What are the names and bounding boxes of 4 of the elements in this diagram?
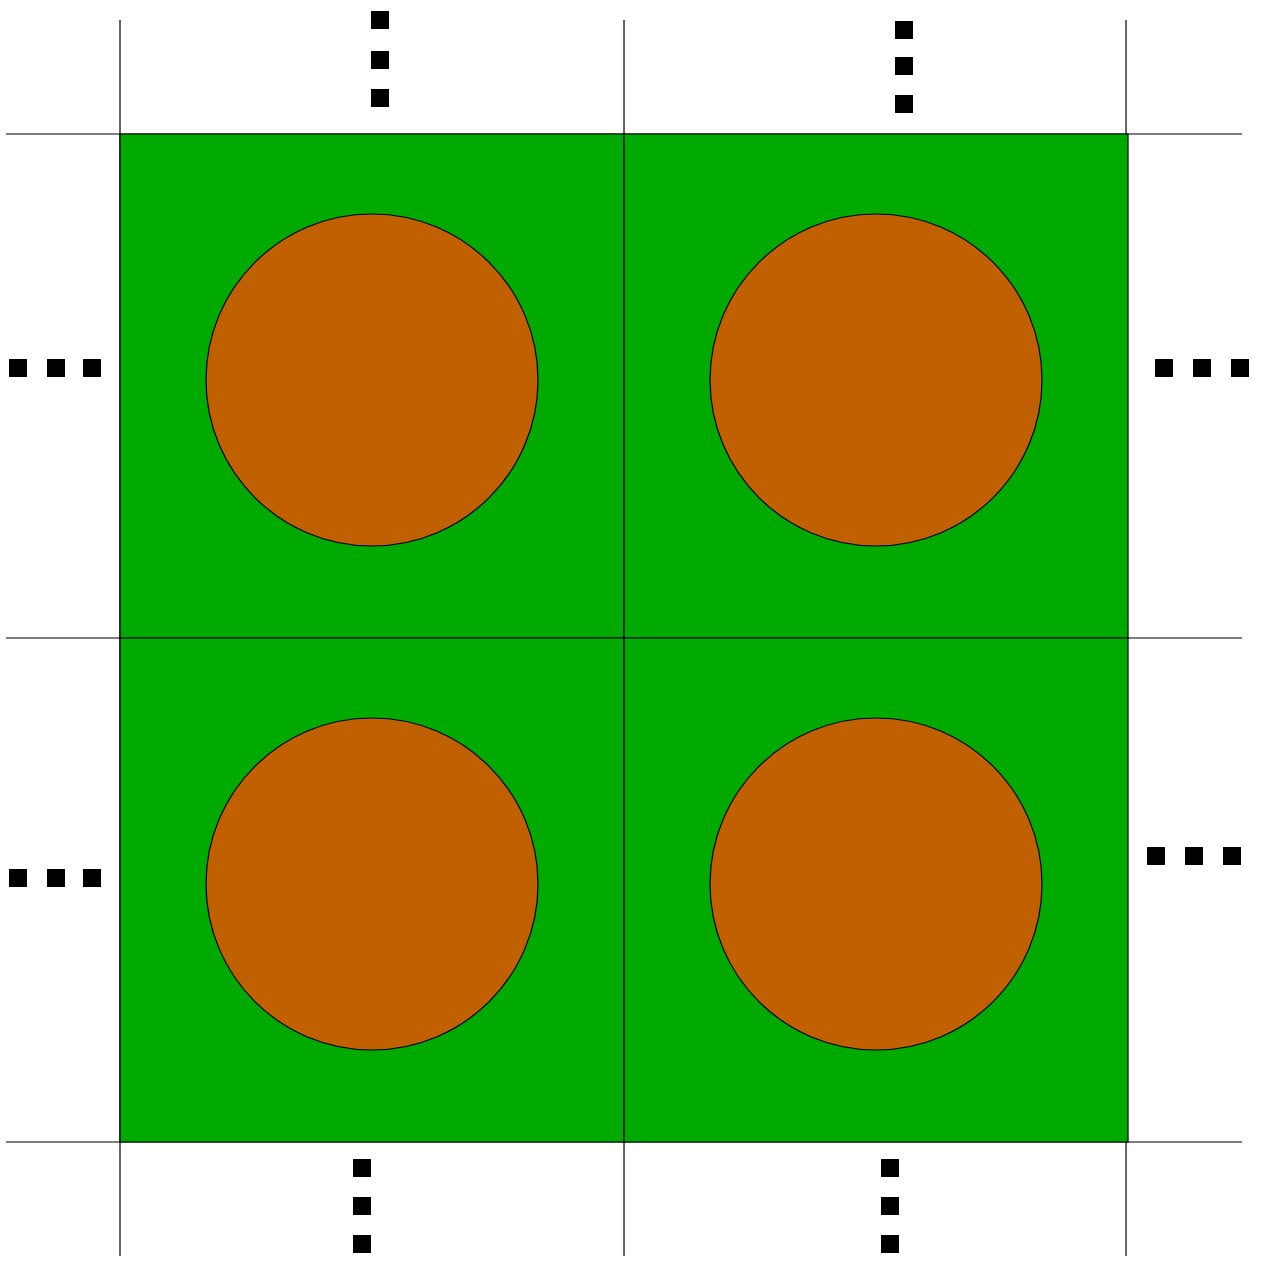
circle	[709, 717, 1043, 1051]
circle	[205, 717, 539, 1051]
circle	[709, 213, 1043, 547]
circle	[205, 213, 539, 547]
